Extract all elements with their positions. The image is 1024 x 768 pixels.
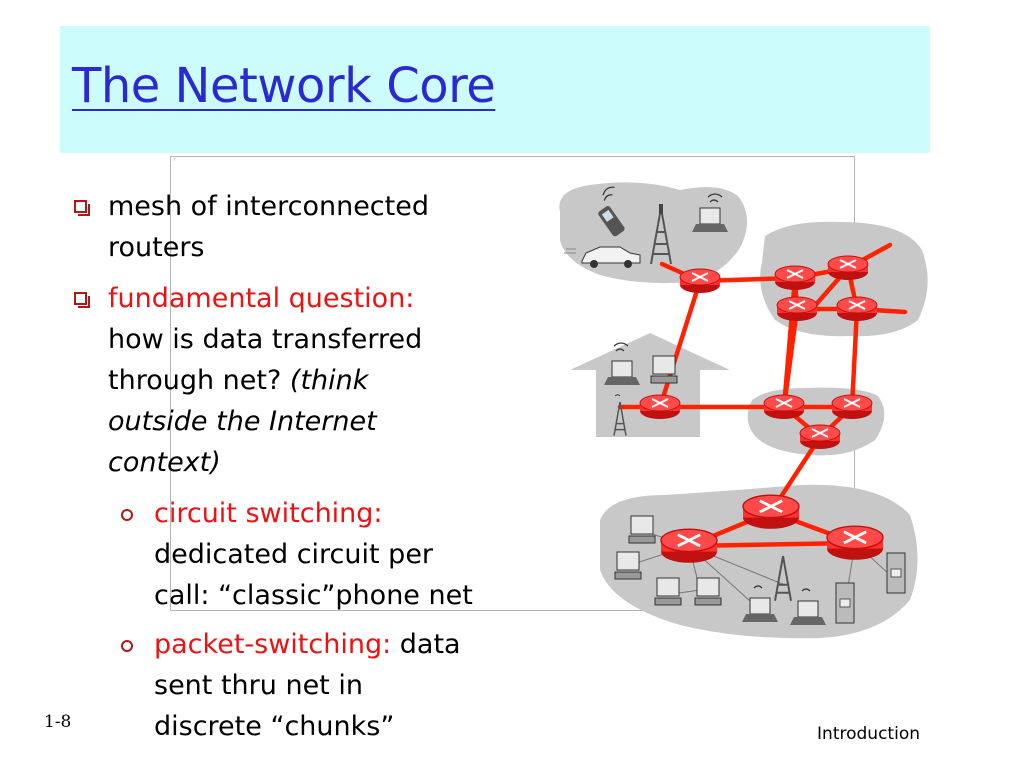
router-icon	[827, 255, 869, 280]
page-number: 1-8	[44, 712, 72, 732]
subbullet-marker-icon	[121, 640, 133, 652]
laptop-icon	[604, 342, 640, 385]
desktop-icon	[628, 515, 656, 544]
subbullet-marker-icon	[121, 509, 133, 521]
router-icon	[776, 296, 818, 321]
subbullet-text: call: “classic”phone net	[154, 580, 473, 611]
desktop-icon	[614, 551, 642, 580]
subbullet-item: packet-switching: data sent thru net in …	[70, 624, 530, 747]
cellphone-icon	[598, 186, 625, 237]
bullet-text-italic: context)	[108, 447, 221, 478]
subbullet-emphasis: circuit switching:	[154, 498, 383, 529]
router-icon	[799, 424, 841, 449]
laptop-icon	[790, 588, 826, 625]
bullet-emphasis: fundamental question:	[108, 283, 415, 314]
bullet-text-plain: through net?	[108, 365, 290, 396]
subbullet-text: discrete “chunks”	[154, 711, 395, 742]
router-icon	[742, 494, 800, 529]
router-icon	[831, 394, 873, 419]
house-icon	[570, 333, 730, 437]
cell-tower-icon	[613, 394, 627, 436]
desktop-icon	[654, 577, 682, 606]
router-icon	[763, 394, 805, 419]
subbullet-text: data	[391, 629, 461, 660]
cell-tower-icon	[774, 555, 792, 601]
laptop-icon	[692, 193, 728, 232]
subbullet-text: sent thru net in	[154, 670, 363, 701]
bullet-text-italic: outside the Internet	[108, 406, 377, 437]
bullet-marker-icon	[74, 200, 90, 216]
laptop-icon	[742, 585, 778, 622]
bullet-item: mesh of interconnected routers	[70, 186, 530, 268]
router-icon	[826, 525, 884, 560]
car-icon	[564, 246, 641, 268]
slide-title: The Network Core	[72, 58, 496, 114]
mobile-subnet-cloud	[559, 182, 748, 284]
footer-label: Introduction	[817, 724, 920, 744]
server-icon	[886, 552, 906, 594]
router-icon	[774, 265, 816, 290]
server-icon	[835, 582, 855, 624]
bullet-text-italic: (think	[289, 365, 369, 396]
cell-tower-icon	[650, 204, 672, 265]
router-icon	[679, 268, 721, 293]
subbullet-item: circuit switching: dedicated circuit per…	[70, 493, 530, 616]
router-icon	[836, 296, 878, 321]
frame-caption: ⊤	[173, 157, 177, 162]
bullet-marker-icon	[74, 292, 90, 308]
desktop-icon	[650, 355, 678, 384]
bullet-text: how is data transferred	[108, 324, 423, 355]
title-bar	[60, 26, 930, 153]
bullet-text: mesh of interconnected	[108, 191, 429, 222]
bullet-list: mesh of interconnected routers fundament…	[70, 186, 530, 755]
bullet-text: through net? (think	[108, 360, 530, 401]
desktop-icon	[694, 577, 722, 606]
router-icon	[660, 528, 718, 563]
subbullet-emphasis: packet-switching:	[154, 629, 392, 660]
router-icon	[639, 394, 681, 419]
routers	[639, 255, 884, 563]
subbullet-text: dedicated circuit per	[154, 539, 434, 570]
bullet-text: routers	[108, 232, 205, 263]
subbullet-line: packet-switching: data	[154, 624, 530, 665]
bullet-item: fundamental question: how is data transf…	[70, 278, 530, 483]
